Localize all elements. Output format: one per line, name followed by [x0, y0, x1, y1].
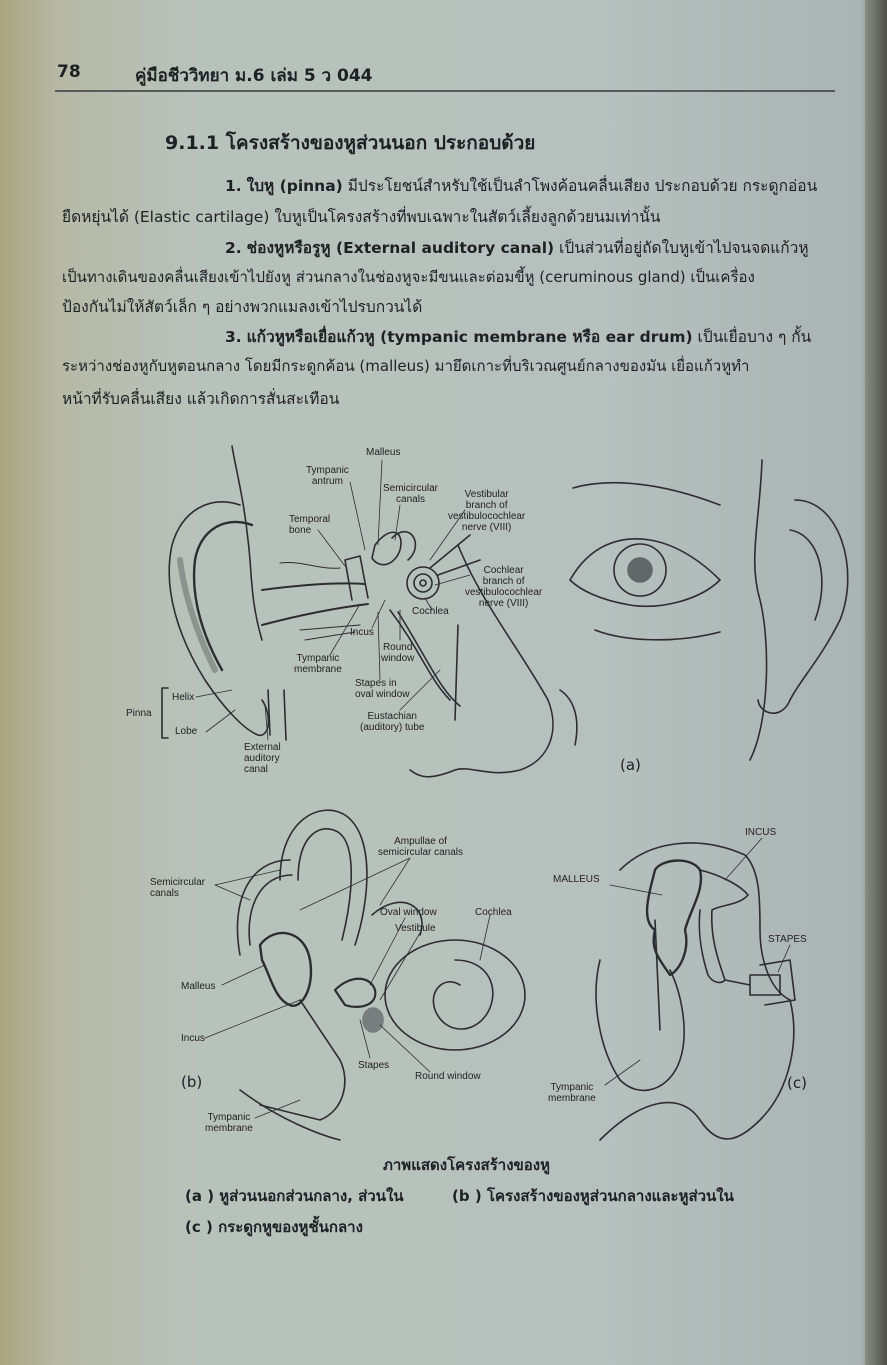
fig-a-tympanic-antrum-label: Tympanic antrum — [306, 465, 349, 487]
fig-b-tympanic-membrane-label: Tympanic membrane — [205, 1112, 253, 1134]
fig-b-stapes-label: Stapes — [358, 1060, 390, 1071]
caption-b: (b ) โครงสร้างของหูส่วนกลางและหูส่วนใน — [452, 1184, 734, 1208]
fig-c-incus-label: INCUS — [745, 827, 777, 838]
fig-c-panel-label: (c) — [787, 1074, 807, 1092]
caption-b-text: โครงสร้างของหูส่วนกลางและหูส่วนใน — [486, 1187, 734, 1205]
fig-a-panel-label: (a) — [620, 756, 641, 774]
fig-a-round-window-label: Round window — [381, 642, 415, 664]
item-2-term: ช่องหูหรือรูหู (External auditory canal) — [246, 239, 555, 257]
fig-a-incus-label: Incus — [350, 627, 374, 638]
figure-c-leader-lines — [604, 837, 791, 1086]
caption-b-label: (b ) — [452, 1187, 482, 1205]
fig-b-malleus-label: Malleus — [181, 981, 216, 992]
fig-a-cochlear-branch-label: Cochlear branch of vestibulocochlear ner… — [465, 565, 543, 609]
figure-a-inner-ear — [279, 530, 481, 707]
book-spine — [865, 0, 887, 1365]
page-number: 78 — [57, 62, 81, 82]
pinna-bracket — [161, 687, 169, 739]
fig-c-stapes-label: STAPES — [768, 934, 807, 945]
fig-a-temporal-bone-label: Temporal bone — [289, 514, 331, 536]
caption-a-label: (a ) — [185, 1187, 215, 1205]
item-3-line-3: หน้าที่รับคลื่นเสียง แล้วเกิดการสั่นสะเท… — [62, 390, 340, 408]
fig-b-ampullae-label: Ampullae of semicircular canals — [378, 836, 464, 858]
fig-b-semicircular-label: Semicircular canals — [150, 877, 206, 899]
item-3-first-line: 3. แก้วหูหรือเยื่อแก้วหู (tympanic membr… — [225, 324, 811, 349]
fig-a-vestibular-branch-label: Vestibular branch of vestibulocochlear n… — [448, 489, 526, 533]
fig-b-oval-window-label: Oval window — [380, 907, 437, 918]
fig-a-malleus-label: Malleus — [366, 447, 401, 458]
figure-a-face — [409, 459, 849, 778]
figure-b-leader-lines — [204, 857, 491, 1119]
header-rule — [55, 90, 835, 92]
fig-a-helix-label: Helix — [172, 692, 195, 703]
figure-c-drawing — [595, 842, 796, 1141]
caption-c-text: กระดูกหูของหูชั้นกลาง — [218, 1218, 363, 1236]
figure-caption-title: ภาพแสดงโครงสร้างของหู — [383, 1156, 550, 1174]
caption-a-text: หูส่วนนอกส่วนกลาง, ส่วนใน — [219, 1187, 404, 1205]
fig-a-lobe-label: Lobe — [175, 726, 198, 737]
fig-b-panel-label: (b) — [181, 1073, 203, 1091]
figure-b-drawing — [236, 809, 526, 1141]
fig-a-pinna-label: Pinna — [126, 708, 152, 719]
item-2-number: 2. — [225, 239, 242, 257]
fig-b-round-window-label: Round window — [415, 1071, 481, 1082]
fig-a-semicircular-label: Semicircular canals — [383, 483, 439, 505]
fig-b-cochlea-label: Cochlea — [475, 907, 512, 918]
item-2-first-line: 2. ช่องหูหรือรูหู (External auditory can… — [225, 235, 809, 260]
fig-b-vestibule-label: Vestibule — [395, 923, 436, 934]
fig-a-cochlea-label: Cochlea — [412, 606, 449, 617]
item-1-line-2: ยืดหยุ่นได้ (Elastic cartilage) ใบหูเป็น… — [62, 208, 661, 226]
item-1-number: 1. — [225, 177, 242, 195]
fig-c-malleus-label: MALLEUS — [553, 874, 600, 885]
figure-a-outer-ear — [168, 445, 369, 741]
caption-c-label: (c ) — [185, 1218, 213, 1236]
item-3-line-2: ระหว่างช่องหูกับหูตอนกลาง โดยมีกระดูกค้อ… — [62, 357, 750, 375]
fig-a-tympanic-membrane-label: Tympanic membrane — [294, 653, 342, 675]
item-1-term: ใบหู (pinna) — [246, 177, 343, 195]
item-2-line-2: เป็นทางเดินของคลื่นเสียงเข้าไปยังหู ส่วน… — [62, 268, 755, 286]
item-2-text: เป็นส่วนที่อยู่ถัดใบหูเข้าไปจนจดแก้วหู — [554, 239, 809, 257]
item-2-line-3: ป้องกันไม่ให้สัตว์เล็ก ๆ อย่างพวกแมลงเข้… — [62, 298, 423, 316]
fig-b-incus-label: Incus — [181, 1033, 205, 1044]
section-heading: 9.1.1 โครงสร้างของหูส่วนนอก ประกอบด้วย — [165, 132, 536, 154]
item-3-text: เป็นเยื่อบาง ๆ กั้น — [692, 328, 812, 346]
caption-c: (c ) กระดูกหูของหูชั้นกลาง — [185, 1215, 363, 1239]
item-1-first-line: 1. ใบหู (pinna) มีประโยชน์สำหรับใช้เป็นล… — [225, 173, 817, 198]
fig-a-external-canal-label: External auditory canal — [244, 742, 281, 775]
fig-c-tympanic-membrane-label: Tympanic membrane — [548, 1082, 596, 1104]
item-1-text: มีประโยชน์สำหรับใช้เป็นลำโพงค้อนคลื่นเสี… — [342, 177, 818, 195]
item-3-number: 3. — [225, 328, 242, 346]
fig-a-stapes-label: Stapes in oval window — [355, 678, 410, 700]
caption-a: (a ) หูส่วนนอกส่วนกลาง, ส่วนใน — [185, 1184, 404, 1208]
fig-a-eustachian-label: Eustachian (auditory) tube — [360, 711, 425, 733]
item-3-term: แก้วหูหรือเยื่อแก้วหู (tympanic membrane… — [246, 328, 693, 346]
running-header: คู่มือชีววิทยา ม.6 เล่ม 5 ว 044 — [135, 66, 373, 86]
figure-a-leader-lines — [195, 459, 471, 741]
